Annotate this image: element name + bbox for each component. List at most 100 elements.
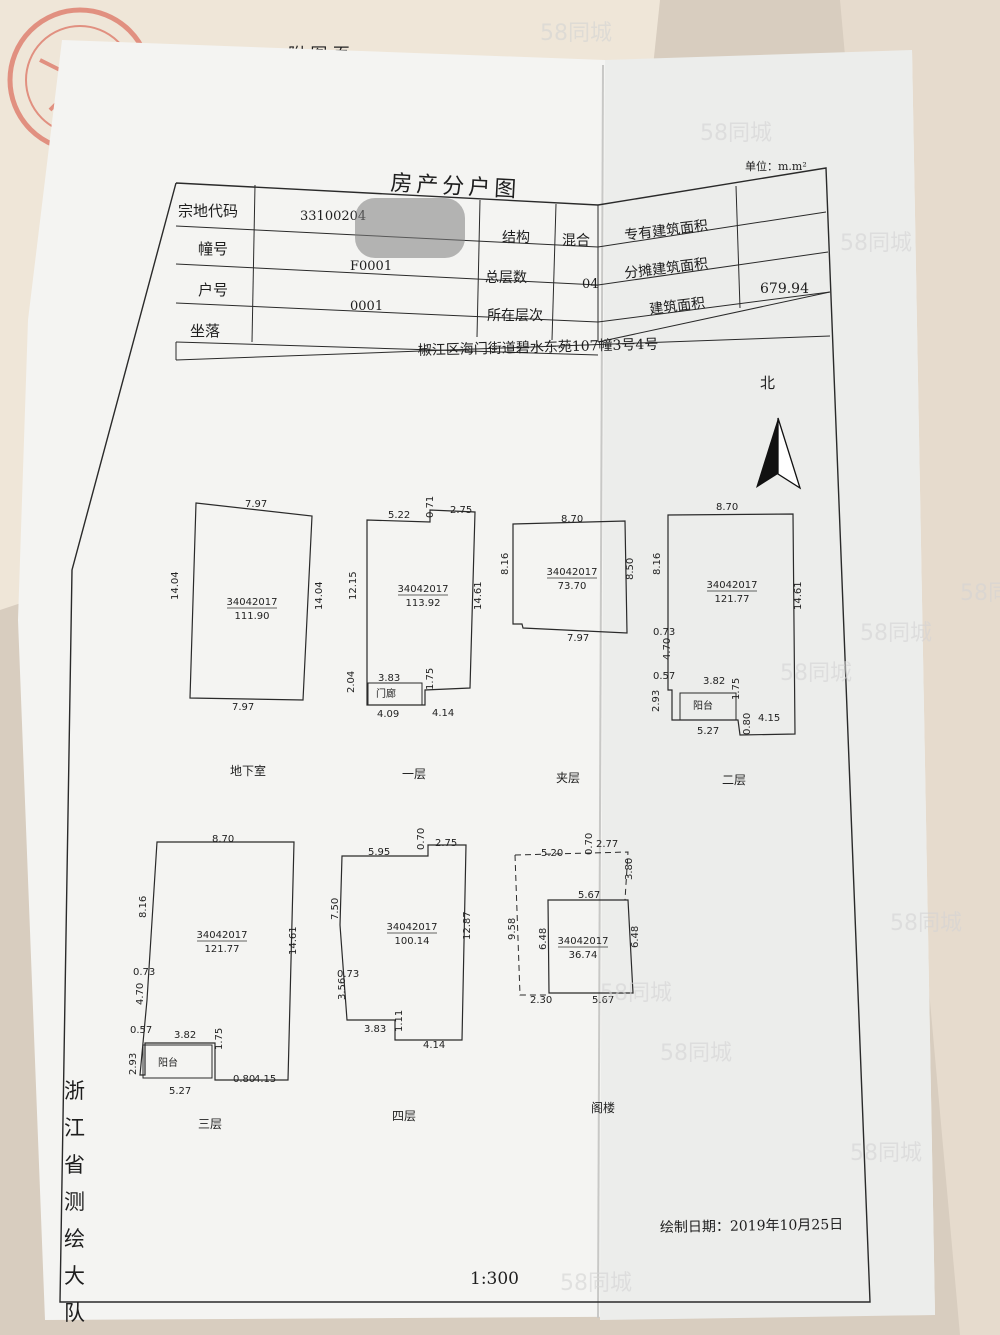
unit-number-value: 0001 (350, 299, 383, 314)
dimension-label: 4.15 (758, 713, 780, 724)
dimension-label: 1.11 (394, 1010, 405, 1032)
dimension-label: 5.27 (169, 1086, 191, 1097)
dimension-label: 4.15 (254, 1074, 276, 1085)
dimension-label: 5.95 (368, 847, 390, 858)
surveyor-char: 绘 (64, 1227, 85, 1251)
watermark: 58同城 (960, 581, 1000, 606)
structure-label: 结构 (502, 230, 530, 246)
surveyor-char: 测 (64, 1190, 85, 1214)
dimension-label: 2.30 (530, 995, 552, 1006)
dimension-label: 6.48 (538, 928, 549, 950)
dimension-label: 14.61 (793, 581, 804, 610)
unit-number-label: 户号 (198, 281, 228, 299)
watermark: 58同城 (860, 621, 932, 646)
redaction-blur (355, 198, 465, 258)
dimension-label: 2.75 (435, 838, 457, 849)
surveyor-char: 队 (64, 1301, 85, 1325)
dimension-label: 5.27 (697, 726, 719, 737)
north-label: 北 (760, 374, 775, 392)
dimension-label: 4.09 (377, 709, 399, 720)
dimension-label: 3.56 (337, 978, 348, 1000)
watermark: 58同城 (890, 911, 962, 936)
watermark: 58同城 (850, 1141, 922, 1166)
dimension-label: 14.04 (314, 581, 325, 610)
dimension-label: 3.80 (624, 858, 635, 880)
dimension-label: 1.75 (731, 678, 742, 700)
dimension-label: 0.70 (416, 828, 427, 850)
dimension-label: 6.48 (630, 926, 641, 948)
dimension-label: 2.75 (450, 505, 472, 516)
plan-area: 36.74 (569, 950, 598, 961)
dimension-label: 9.58 (507, 918, 518, 940)
building-label: 幢号 (198, 240, 228, 258)
plan-code: 34042017 (547, 567, 598, 578)
plan-code: 34042017 (387, 922, 438, 933)
floor-name: 一层 (402, 767, 426, 781)
land-code-label: 宗地代码 (178, 202, 238, 220)
floor-outline (512, 520, 628, 634)
dimension-label: 0.57 (130, 1025, 152, 1036)
dimension-label: 0.80 (233, 1074, 255, 1085)
dimension-label: 0.71 (425, 496, 436, 518)
plan-code: 34042017 (197, 930, 248, 941)
floor-name: 地下室 (230, 763, 266, 778)
dimension-label: 8.70 (561, 514, 583, 525)
dimension-label: 5.22 (388, 510, 410, 521)
attic-eave-outline (514, 854, 548, 996)
plan-area: 111.90 (235, 611, 270, 622)
dimension-label: 7.50 (330, 898, 341, 920)
plan-code: 34042017 (227, 597, 278, 608)
location-label: 坐落 (190, 322, 220, 340)
total-floors-value: 04 (582, 277, 599, 292)
plan-area: 100.14 (395, 936, 430, 947)
floor-plan-floor2: 阳台34042017121.778.708.1614.610.734.700.5… (651, 502, 804, 787)
floor-plan-basement: 34042017 111.90 7.97 14.04 14.04 7.97 地下室 (170, 499, 325, 778)
watermark: 58同城 (700, 121, 772, 146)
plan-code: 34042017 (398, 584, 449, 595)
floor-outline (189, 502, 313, 701)
dimension-label: 12.87 (462, 911, 473, 940)
plan-code: 34042017 (558, 936, 609, 947)
dimension-label: 0.73 (337, 969, 359, 980)
building-area-label: 建筑面积 (649, 295, 707, 318)
dimension-label: 5.67 (592, 995, 614, 1006)
north-arrow: 北 (756, 374, 802, 490)
dimension-label: 8.50 (625, 558, 636, 580)
dimension-label: 3.83 (364, 1024, 386, 1035)
total-floors-label: 总层数 (485, 270, 527, 286)
structure-value: 混合 (562, 233, 590, 249)
dimension-label: 7.97 (245, 499, 267, 510)
floor-name: 二层 (722, 773, 746, 787)
floor-name: 夹层 (556, 771, 580, 785)
room-tag: 门廊 (376, 687, 396, 700)
unit-label: 单位：m.m² (745, 159, 807, 173)
dimension-label: 8.16 (500, 553, 511, 575)
balcony-outline (679, 692, 737, 721)
floor-plan-floor3: 阳台34042017121.778.708.1614.610.734.700.5… (128, 834, 299, 1131)
floor-outline (667, 513, 796, 736)
dimension-label: 8.70 (212, 834, 234, 845)
surveyor-char: 大 (64, 1264, 85, 1288)
dimension-label: 7.97 (232, 702, 254, 713)
dimension-label: 1.75 (214, 1028, 225, 1050)
dimension-label: 14.61 (473, 581, 484, 610)
dimension-label: 14.61 (288, 926, 299, 955)
floor-outline (339, 844, 467, 1041)
dimension-label: 0.80 (742, 713, 753, 735)
plan-area: 73.70 (558, 581, 587, 592)
dimension-label: 2.93 (128, 1053, 139, 1075)
surveyor-char: 江 (64, 1116, 85, 1140)
balcony-outline (142, 1044, 213, 1079)
dimension-label: 14.04 (170, 571, 181, 600)
dimension-label: 8.16 (138, 896, 149, 918)
dimension-label: 0.70 (584, 833, 595, 855)
plan-area: 121.77 (205, 944, 240, 955)
floor-name: 四层 (392, 1109, 416, 1123)
dimension-label: 0.57 (653, 671, 675, 682)
balcony-outline (367, 682, 423, 706)
floor-name: 三层 (198, 1117, 222, 1131)
